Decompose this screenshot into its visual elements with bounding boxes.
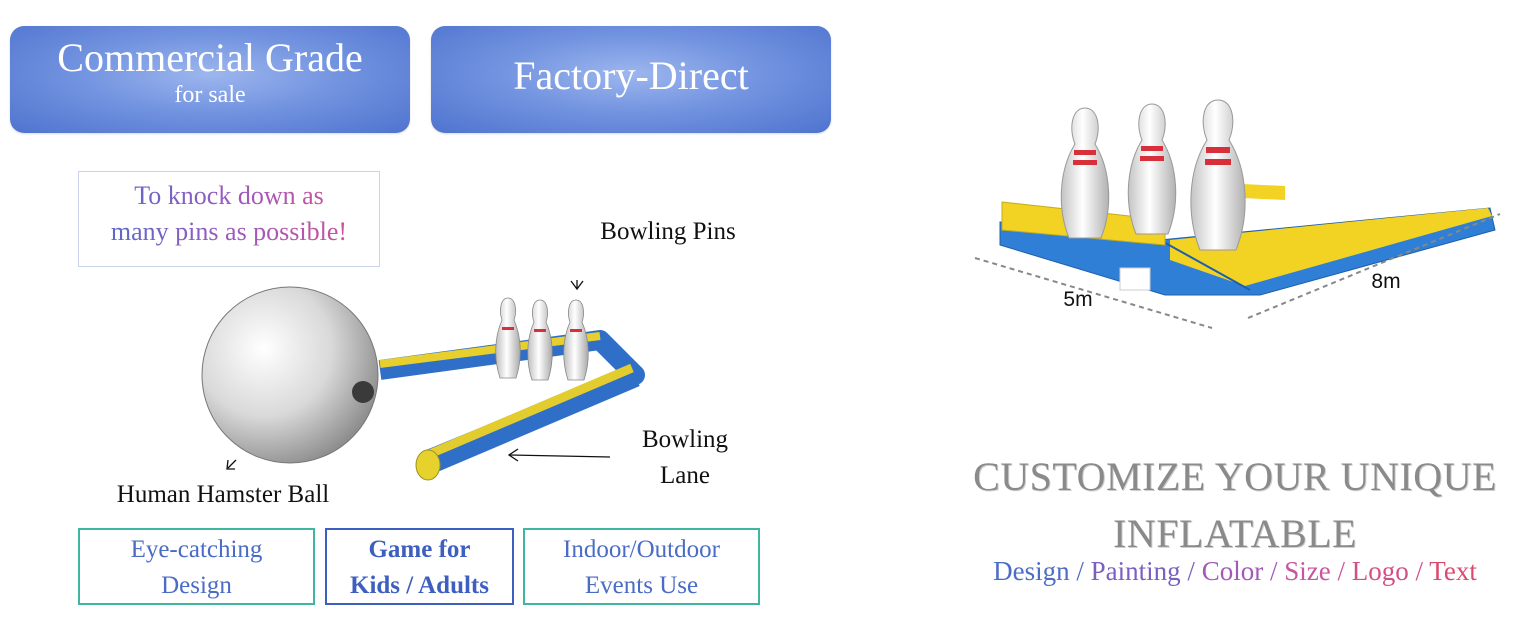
bowling-game-illustration	[201, 280, 645, 481]
customize-separator: /	[1069, 556, 1091, 586]
customize-separator: /	[1330, 556, 1352, 586]
feature-line1: Indoor/Outdoor	[563, 536, 720, 563]
bowling-pins	[495, 297, 589, 381]
bowling-lane	[378, 330, 645, 481]
feature-line1: Game for	[368, 536, 471, 563]
factory-direct-badge: Factory-Direct	[431, 26, 831, 133]
dimension-width-label: 5m	[1063, 288, 1093, 311]
customize-separator: /	[1180, 556, 1202, 586]
customize-options: Design / Painting / Color / Size / Logo …	[950, 556, 1520, 587]
tagline-box: To knock down as many pins as possible!	[78, 171, 380, 267]
feature-eye-catching: Eye-catching Design	[78, 528, 315, 605]
tagline-line2: many pins as possible!	[110, 217, 348, 246]
badge-subtitle: for sale	[174, 82, 246, 108]
customize-option: Color	[1201, 556, 1264, 586]
bowling-lane-label-line2: Lane	[660, 462, 710, 489]
badge-title: Factory-Direct	[513, 53, 749, 98]
feature-line2: Design	[161, 572, 232, 599]
customize-option: Logo	[1351, 556, 1409, 586]
badge-title: Commercial Grade	[57, 35, 363, 80]
customize-separator: /	[1408, 556, 1430, 586]
lane-frame	[999, 182, 1496, 296]
hamster-ball-label: Human Hamster Ball	[116, 481, 330, 508]
customize-line2: INFLATABLE	[1112, 511, 1357, 556]
dimension-length-label: 8m	[1371, 270, 1401, 293]
customize-option: Text	[1429, 556, 1477, 586]
product-pins	[1060, 99, 1246, 251]
feature-line2: Kids / Adults	[350, 572, 489, 599]
customize-separator: /	[1263, 556, 1285, 586]
pointer-arrows	[226, 280, 611, 470]
feature-line1: Eye-catching	[130, 536, 263, 563]
feature-line2: Events Use	[584, 572, 699, 599]
customize-option: Painting	[1090, 556, 1181, 586]
bowling-lane-label: Bowling Lane	[620, 422, 750, 494]
feature-game: Game for Kids / Adults	[325, 528, 514, 605]
bowling-lane-label-line1: Bowling	[641, 426, 729, 453]
customize-option: Size	[1284, 556, 1331, 586]
customize-heading: CUSTOMIZE YOUR UNIQUE INFLATABLE	[950, 448, 1520, 562]
customize-line1: CUSTOMIZE YOUR UNIQUE	[973, 454, 1497, 499]
tagline-line1: To knock down as	[134, 181, 324, 210]
hamster-ball	[201, 286, 379, 464]
dimension-arrows	[974, 213, 1501, 329]
product-photo	[974, 99, 1501, 329]
bowling-pins-label: Bowling Pins	[600, 218, 736, 245]
commercial-grade-badge: Commercial Grade for sale	[10, 26, 410, 133]
feature-indoor-outdoor: Indoor/Outdoor Events Use	[523, 528, 760, 605]
customize-option: Design	[993, 556, 1070, 586]
